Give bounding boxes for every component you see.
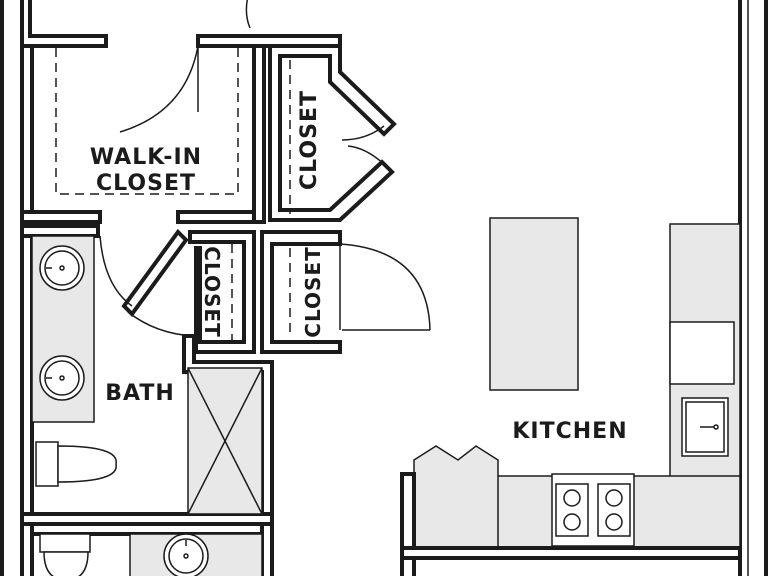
kitchen-label: KITCHEN bbox=[512, 419, 627, 444]
bath-shower bbox=[187, 367, 263, 515]
upper-closet-label: CLOSET bbox=[297, 90, 322, 190]
walk-in-closet-label-line1: WALK-IN bbox=[90, 145, 202, 170]
upper-closet-wall bbox=[268, 44, 397, 222]
bathroom bbox=[20, 220, 274, 526]
walk-in-closet-walls bbox=[20, 44, 266, 224]
walk-in-closet-bottom-wall bbox=[20, 210, 102, 224]
bath-label: BATH bbox=[105, 381, 175, 406]
bath-top-wall bbox=[20, 224, 100, 238]
middle-closets bbox=[99, 228, 431, 354]
bath-toilet bbox=[35, 441, 117, 487]
kitchen-cooktop bbox=[551, 473, 635, 547]
walk-in-closet-left-wall bbox=[20, 44, 34, 214]
lower-bath-top-wall bbox=[20, 522, 274, 536]
entry-door-arc bbox=[245, 0, 251, 29]
middle-right-closet-label: CLOSET bbox=[301, 246, 325, 337]
walk-in-door-arc bbox=[119, 45, 199, 133]
upper-closet-door-arc-top bbox=[341, 125, 385, 141]
bath-door-arc bbox=[99, 235, 133, 307]
top-walls bbox=[20, 0, 342, 48]
top-left-wall bbox=[20, 0, 108, 48]
bath-left-wall bbox=[20, 220, 34, 526]
bath-sink-lower bbox=[39, 355, 85, 401]
middle-right-closet-wall bbox=[260, 230, 342, 354]
walk-in-closet-bottom-right-wall bbox=[176, 210, 266, 224]
closet-diagonal-door-arc bbox=[127, 311, 195, 337]
kitchen-bottom-wall bbox=[400, 546, 742, 560]
walk-in-closet-label-line2: CLOSET bbox=[96, 171, 196, 196]
kitchen-refrigerator-box bbox=[669, 321, 735, 385]
middle-left-closet-wall bbox=[188, 230, 256, 354]
lower-bath-right-wall bbox=[260, 522, 274, 576]
upper-closet-door-arc-bottom bbox=[347, 145, 389, 169]
middle-right-closet-door-arc bbox=[339, 243, 431, 331]
left-exterior-wall bbox=[0, 0, 24, 576]
upper-closet bbox=[268, 44, 397, 222]
bath-sink-upper bbox=[39, 245, 85, 291]
lower-bath-sink bbox=[163, 533, 209, 576]
middle-left-closet-label: CLOSET bbox=[200, 246, 224, 337]
kitchen-corner-cabinet bbox=[413, 445, 499, 549]
room-labels: WALK-IN CLOSET CLOSET CLOSET CLOSET BATH… bbox=[90, 90, 627, 444]
middle-left-closet-diagonal-wall bbox=[121, 228, 189, 318]
kitchen-sink bbox=[681, 397, 729, 457]
lower-bath-toilet bbox=[39, 533, 91, 576]
kitchen bbox=[400, 217, 742, 576]
lower-bath-left-wall bbox=[20, 522, 34, 576]
right-exterior-wall bbox=[738, 0, 768, 576]
kitchen-island bbox=[489, 217, 579, 391]
lower-bathroom bbox=[20, 522, 274, 576]
walk-in-closet-right-wall bbox=[252, 44, 266, 224]
kitchen-left-wall bbox=[400, 472, 416, 576]
